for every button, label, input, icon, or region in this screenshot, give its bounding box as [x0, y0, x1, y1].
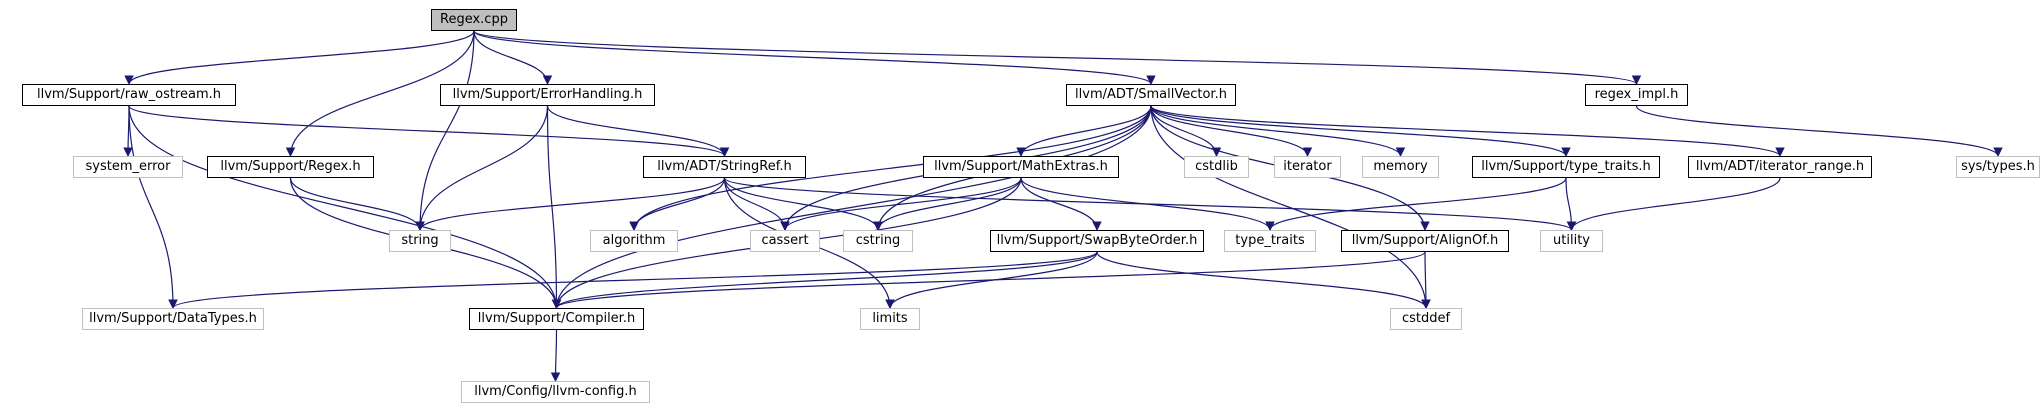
edge-regex_cpp-to-small_vector: [473, 30, 1156, 85]
node-align-of[interactable]: llvm/Support/AlignOf.h: [1341, 230, 1509, 252]
edge-error_handling-to-string: [415, 105, 549, 231]
edge-raw_ostream-to-string_ref: [128, 105, 730, 157]
edge-math_extras-to-type_traits: [1020, 177, 1275, 231]
node-small-vector[interactable]: llvm/ADT/SmallVector.h: [1066, 84, 1236, 106]
edge-iterator_range-to-utility: [1566, 177, 1781, 231]
node-string-ref[interactable]: llvm/ADT/StringRef.h: [643, 156, 806, 178]
node-regex-cpp[interactable]: Regex.cpp: [431, 9, 517, 31]
edge-string_ref-to-string: [415, 177, 726, 231]
node-string[interactable]: string: [389, 230, 451, 252]
edge-small_vector-to-cstddef: [1150, 105, 1431, 309]
node-cstring[interactable]: cstring: [843, 230, 913, 252]
edge-small_vector-to-type_traits_h: [1150, 105, 1571, 157]
node-algorithm[interactable]: algorithm: [590, 230, 678, 252]
node-support-regex[interactable]: llvm/Support/Regex.h: [207, 156, 374, 178]
node-system-error[interactable]: system_error: [73, 156, 183, 178]
edge-math_extras-to-cassert: [780, 177, 1022, 231]
edge-regex_cpp-to-regex_impl: [473, 30, 1641, 85]
node-iterator[interactable]: iterator: [1274, 156, 1341, 178]
edge-regex_cpp-to-support_regex: [285, 30, 475, 157]
edge-error_handling-to-compiler: [546, 105, 562, 309]
edge-small_vector-to-algorithm: [629, 105, 1152, 231]
edge-swap_byte_order-to-compiler: [551, 251, 1098, 309]
node-regex-impl[interactable]: regex_impl.h: [1585, 84, 1688, 106]
edge-regex_impl-to-sys_types: [1635, 105, 2003, 157]
node-memory[interactable]: memory: [1362, 156, 1439, 178]
edge-raw_ostream-to-data_types: [128, 105, 178, 309]
node-compiler[interactable]: llvm/Support/Compiler.h: [469, 308, 644, 330]
node-iterator-range[interactable]: llvm/ADT/iterator_range.h: [1688, 156, 1872, 178]
edge-small_vector-to-math_extras: [1016, 105, 1152, 157]
edge-small_vector-to-iterator_range: [1150, 105, 1785, 157]
edge-math_extras-to-cstring: [873, 177, 1022, 231]
edge-type_traits_h-to-utility: [1565, 177, 1577, 231]
edge-raw_ostream-to-compiler: [128, 105, 562, 309]
edge-math_extras-to-swap_byte_order: [1020, 177, 1102, 231]
edge-string_ref-to-algorithm: [629, 177, 726, 231]
node-swap-byte-order[interactable]: llvm/Support/SwapByteOrder.h: [990, 230, 1204, 252]
edge-swap_byte_order-to-cstddef: [1096, 251, 1431, 309]
node-utility[interactable]: utility: [1540, 230, 1603, 252]
node-raw-ostream[interactable]: llvm/Support/raw_ostream.h: [22, 84, 236, 106]
node-llvm-config[interactable]: llvm/Config/llvm-config.h: [461, 381, 650, 403]
edge-error_handling-to-string_ref: [546, 105, 730, 157]
edge-regex_cpp-to-string: [415, 30, 475, 231]
edge-small_vector-to-iterator: [1150, 105, 1313, 157]
edge-string_ref-to-cstring: [723, 177, 883, 231]
edge-regex_cpp-to-error_handling: [473, 30, 553, 85]
node-cstddef[interactable]: cstddef: [1390, 308, 1462, 330]
node-sys-types[interactable]: sys/types.h: [1956, 156, 2040, 178]
edge-align_of-to-compiler: [551, 251, 1426, 309]
edge-small_vector-to-compiler: [551, 105, 1152, 309]
edge-compiler-to-llvm_config: [550, 329, 561, 382]
node-data-types[interactable]: llvm/Support/DataTypes.h: [82, 308, 264, 330]
node-error-handling[interactable]: llvm/Support/ErrorHandling.h: [440, 84, 655, 106]
edge-swap_byte_order-to-data_types: [168, 251, 1098, 309]
edge-support_regex-to-string: [289, 177, 425, 231]
edge-small_vector-to-memory: [1150, 105, 1406, 157]
edge-regex_cpp-to-raw_ostream: [124, 30, 475, 85]
node-cstdlib[interactable]: cstdlib: [1184, 156, 1249, 178]
node-limits[interactable]: limits: [860, 308, 920, 330]
node-support-type-traits[interactable]: llvm/Support/type_traits.h: [1472, 156, 1660, 178]
node-cassert[interactable]: cassert: [750, 230, 820, 252]
edge-type_traits_h-to-type_traits: [1265, 177, 1567, 231]
node-type-traits[interactable]: type_traits: [1224, 230, 1316, 252]
edge-align_of-to-cstddef: [1421, 251, 1431, 309]
node-math-extras[interactable]: llvm/Support/MathExtras.h: [923, 156, 1119, 178]
